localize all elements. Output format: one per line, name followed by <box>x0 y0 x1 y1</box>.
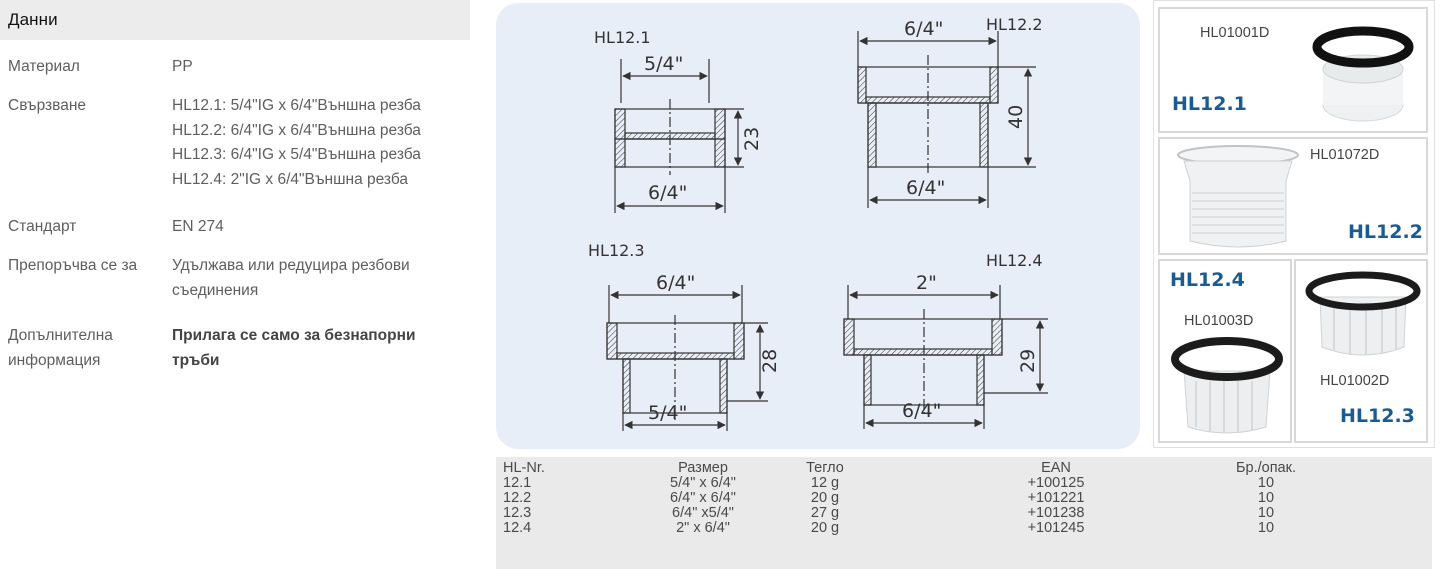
table-row: 12.3 6/4" x5/4" 27 g +101238 10 <box>496 506 1432 521</box>
table-row: 12.4 2" x 6/4" 20 g +101245 10 <box>496 521 1432 536</box>
dim-bottom: 6/4" <box>906 177 945 199</box>
data-key: Стандарт <box>8 218 77 235</box>
photo-cell-hl12-2: HL01072D HL12.2 <box>1158 137 1428 255</box>
product-code: HL01003D <box>1184 313 1254 329</box>
table-header-row: HL-Nr. Размер Тегло EAN Бр./опак. <box>496 461 1432 476</box>
data-value: EN 274 <box>172 215 472 240</box>
data-value-line: Прилага се само за безнапорни <box>172 327 416 344</box>
table-cell: 10 <box>1257 475 1275 491</box>
data-key-line: информация <box>8 351 101 369</box>
data-value: HL12.1: 5/4"IG x 6/4"Външна резба HL12.2… <box>172 94 472 192</box>
dim-bottom: 6/4" <box>648 182 687 204</box>
dim-height: 28 <box>759 349 781 373</box>
data-value-line: тръби <box>172 351 220 369</box>
table-cell: 20 g <box>810 520 840 536</box>
data-key: Препоръчва се за <box>8 257 138 274</box>
data-key: Допълнителна информация <box>8 324 168 373</box>
photo-cell-hl12-3: HL01002D HL12.3 <box>1294 259 1428 443</box>
technical-drawing-panel: HL12.1 5/4" 23 <box>496 3 1140 449</box>
dim-height: 29 <box>1017 349 1039 373</box>
table-cell: 12.4 <box>503 520 532 536</box>
data-value: PP <box>172 55 472 80</box>
dim-height: 23 <box>741 127 763 151</box>
data-value-line: PP <box>172 58 193 75</box>
product-table: HL-Nr. Размер Тегло EAN Бр./опак. 12.1 5… <box>496 457 1432 569</box>
table-cell: +101221 <box>1027 490 1085 506</box>
drawing-hl12-1: HL12.1 5/4" 23 <box>594 28 763 213</box>
data-value-line: HL12.2: 6/4"IG x 6/4"Външна резба <box>172 121 421 139</box>
table-cell: +101238 <box>1027 505 1085 521</box>
product-badge: HL12.3 <box>1340 405 1415 427</box>
drawing-hl12-4: HL12.4 2" 29 <box>843 251 1048 429</box>
product-badge: HL12.4 <box>1170 269 1245 291</box>
product-code: HL01072D <box>1310 147 1380 163</box>
dim-bottom: 6/4" <box>902 400 941 422</box>
data-value: Прилага се само за безнапорни тръби <box>172 324 472 373</box>
table-cell: 12 g <box>810 475 840 491</box>
table-cell: 20 g <box>810 490 840 506</box>
data-value-line: HL12.4: 2"IG x 6/4"Външна резба <box>172 170 408 188</box>
table-header: Тегло <box>806 460 844 476</box>
drawing-label: HL12.2 <box>986 15 1043 34</box>
data-key: Материал <box>8 58 80 75</box>
table-cell: 10 <box>1257 490 1275 506</box>
technical-drawing: HL12.1 5/4" 23 <box>588 15 1048 431</box>
table-cell: +101245 <box>1027 520 1085 536</box>
product-code: HL01001D <box>1200 25 1270 41</box>
data-value-line: HL12.1: 5/4"IG x 6/4"Външна резба <box>172 97 421 114</box>
table-cell: 27 g <box>810 505 840 521</box>
table-cell: 12.2 <box>503 490 532 506</box>
table-cell: +100125 <box>1027 475 1085 491</box>
table-row: 12.2 6/4" x 6/4" 20 g +101221 10 <box>496 491 1432 506</box>
table-cell: 12.3 <box>503 505 532 521</box>
table-header: Бр./опак. <box>1236 460 1296 476</box>
table-cell: 5/4" x 6/4" <box>670 475 736 491</box>
product-photo-adapter <box>1177 145 1299 248</box>
drawing-hl12-3: HL12.3 6/4" 28 <box>588 241 781 431</box>
drawing-label: HL12.3 <box>588 241 645 260</box>
data-value-line: съединения <box>172 281 259 299</box>
table-cell: 12.1 <box>503 475 532 491</box>
table-cell: 6/4" x 6/4" <box>670 490 736 506</box>
table-cell: 10 <box>1257 520 1275 536</box>
data-value-line: HL12.3: 6/4"IG x 5/4"Външна резба <box>172 146 421 163</box>
dim-height: 40 <box>1005 105 1027 129</box>
data-key: Свързване <box>8 97 87 114</box>
table-cell: 10 <box>1257 505 1275 521</box>
dim-top: 6/4" <box>656 272 695 294</box>
product-code: HL01002D <box>1320 373 1390 389</box>
table-row: 12.1 5/4" x 6/4" 12 g +100125 10 <box>496 476 1432 491</box>
data-key-line: Допълнителна <box>8 327 113 344</box>
data-value-line: EN 274 <box>172 218 224 235</box>
table-header: EAN <box>1041 460 1071 476</box>
product-photo-union <box>1171 337 1283 434</box>
table-cell: 2" x 6/4" <box>676 520 730 536</box>
table-header: HL-Nr. <box>503 460 545 476</box>
photo-cell-hl12-1: HL01001D HL12.1 <box>1158 7 1428 133</box>
product-badge: HL12.2 <box>1348 221 1423 243</box>
dim-top: 6/4" <box>904 18 943 40</box>
data-panel: Данни Материал PP Свързване HL12.1: 5/4"… <box>0 0 470 369</box>
product-photo-seal-ring <box>1312 26 1414 122</box>
product-photo-union-nut <box>1305 271 1421 356</box>
table-cell: 6/4" x5/4" <box>672 505 734 521</box>
data-header: Данни <box>0 0 470 40</box>
drawing-label: HL12.4 <box>986 251 1043 270</box>
drawing-label: HL12.1 <box>594 28 651 47</box>
data-value: Удължава или редуцира резбови съединения <box>172 254 472 303</box>
product-photo-panel: HL01001D HL12.1 HL01072D HL12.2 HL12.4 H… <box>1153 0 1435 448</box>
photo-cell-hl12-4: HL12.4 HL01003D <box>1158 259 1292 443</box>
data-value-line: Удължава или редуцира резбови <box>172 257 410 274</box>
product-badge: HL12.1 <box>1172 93 1247 115</box>
dim-top: 2" <box>916 272 937 294</box>
table-header: Размер <box>678 460 728 476</box>
drawing-hl12-2: HL12.2 6/4" 40 <box>857 15 1043 208</box>
dim-bottom: 5/4" <box>648 402 687 424</box>
dim-top: 5/4" <box>644 53 683 75</box>
